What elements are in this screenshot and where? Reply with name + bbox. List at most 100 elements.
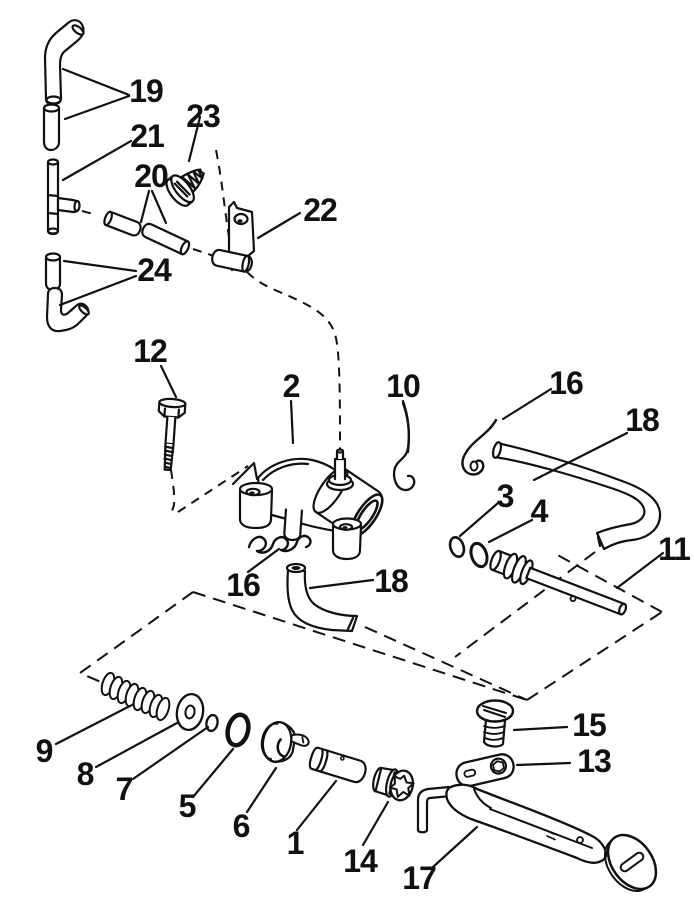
leader-15	[512, 725, 569, 732]
leader-24a	[62, 259, 138, 273]
leader-6	[245, 766, 278, 814]
leader-10	[401, 399, 411, 454]
part-20-sleeve-b	[141, 222, 191, 256]
callout-17: 17	[402, 860, 436, 896]
part-15-screw	[475, 699, 515, 748]
callout-18-right: 18	[625, 402, 659, 438]
callout-15: 15	[572, 707, 606, 743]
part-19-hose-straight	[42, 103, 61, 152]
leader-21	[61, 139, 133, 182]
part-14-valve	[372, 766, 415, 802]
part-24-hose-bend	[45, 286, 90, 333]
callout-18-left: 18	[374, 563, 408, 599]
assembly-dashed-lines	[77, 149, 663, 701]
leader-17	[431, 825, 479, 869]
leader-23	[187, 115, 202, 163]
insert-corner-mark	[231, 461, 259, 486]
part-18-hose-elbow	[285, 562, 359, 633]
leader-22	[256, 211, 302, 240]
leader-lines	[54, 67, 665, 869]
leader-18-left	[308, 578, 375, 590]
part-21-tee-fitting	[46, 158, 81, 236]
part-6-cap	[260, 720, 310, 763]
callout-16-left: 16	[226, 567, 260, 603]
part-3-oring	[448, 535, 466, 559]
leader-5	[191, 747, 235, 799]
part-4-oring	[469, 541, 489, 569]
part-20-sleeve-a	[103, 210, 142, 237]
callout-21: 21	[130, 118, 164, 154]
leader-4	[487, 518, 534, 544]
part-16-spring-clip-left	[247, 534, 312, 554]
callout-8: 8	[77, 756, 94, 792]
assembly-line-bolt-to-ear	[177, 465, 249, 513]
part-24-hose-straight	[44, 252, 62, 292]
callout-24: 24	[137, 252, 172, 288]
part-11-fitting	[489, 549, 628, 616]
part-10-clip	[392, 401, 416, 492]
callout-9: 9	[36, 733, 53, 769]
leader-19a	[61, 67, 131, 97]
part-18-hose-long	[491, 441, 662, 551]
plane-edge-elbow-axis	[364, 626, 528, 701]
part-8-washer	[175, 692, 205, 732]
callout-4: 4	[531, 493, 549, 529]
leader-7	[131, 725, 210, 781]
part-17-lever	[416, 783, 658, 892]
leader-9	[54, 704, 132, 746]
leader-2	[289, 399, 295, 445]
part-7-oring	[205, 713, 219, 733]
parts	[42, 19, 662, 892]
callout-11: 11	[658, 531, 690, 567]
callout-22: 22	[303, 192, 337, 228]
assembly-line-screw-to-body	[215, 149, 341, 453]
leader-16-right	[501, 387, 553, 421]
part-5-oring	[225, 712, 251, 748]
callout-6: 6	[233, 808, 250, 844]
part-23-screw	[165, 168, 205, 207]
callout-19: 19	[129, 73, 163, 109]
callout-10: 10	[386, 368, 420, 404]
leader-16-left	[246, 547, 281, 574]
plane-edge-top	[192, 591, 528, 701]
plane-edge-left	[77, 591, 194, 687]
callout-20: 20	[134, 158, 168, 194]
plane-edge-bottom-right	[526, 611, 663, 701]
part-16-hook-right	[461, 418, 498, 476]
assembly-line-sleeves-to-bracket	[192, 248, 215, 257]
part-13-link	[455, 753, 515, 788]
leader-11	[615, 551, 665, 590]
leader-12	[159, 364, 178, 399]
leader-8	[94, 721, 179, 769]
callout-1: 1	[287, 825, 304, 861]
callout-16-right: 16	[549, 365, 583, 401]
part-2-primer-body	[238, 448, 384, 561]
leader-3	[458, 501, 500, 538]
callout-14: 14	[343, 843, 378, 879]
leader-13	[515, 761, 572, 767]
callout-23: 23	[186, 98, 220, 134]
part-12-bolt	[157, 397, 187, 472]
leader-24b	[58, 274, 138, 307]
part-19-hose-bend	[43, 19, 85, 106]
part-22-bracket	[211, 200, 256, 273]
callout-13: 13	[577, 743, 611, 779]
leader-20b	[150, 189, 168, 225]
leader-19b	[63, 94, 131, 121]
part-9-spring	[100, 671, 171, 722]
callout-2: 2	[283, 368, 300, 404]
leader-1	[295, 779, 338, 832]
callout-5: 5	[179, 788, 196, 824]
leader-20a	[139, 189, 151, 224]
callout-12: 12	[133, 333, 167, 369]
plane-edge-hose-axis	[454, 551, 596, 658]
callout-labels: 19 23 21 20 22 24 12 2 10 16 18 3 4 11 1…	[36, 73, 692, 896]
callout-3: 3	[497, 478, 514, 514]
leader-18-right	[532, 431, 629, 482]
leader-14	[361, 800, 390, 847]
assembly-line-tee-to-sleeves	[81, 210, 98, 216]
assembly-line-bolt-axis	[169, 469, 176, 518]
callout-7: 7	[116, 771, 133, 807]
